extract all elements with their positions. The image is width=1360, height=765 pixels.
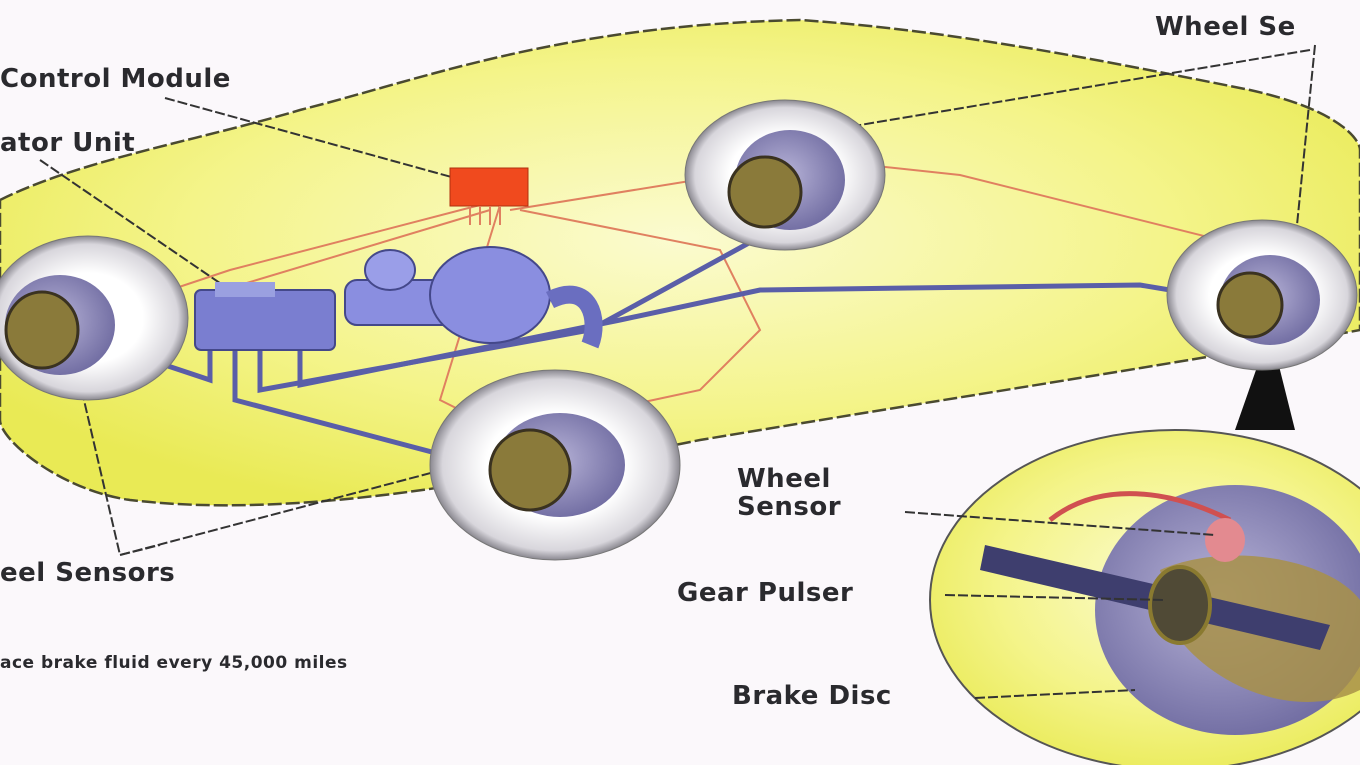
label-wheel-sensor-top: Wheel Se	[1155, 12, 1296, 42]
label-control-module: Control Module	[0, 64, 231, 94]
wheel-front-left	[0, 235, 189, 401]
label-inset-wheel-sensor-line2: Sensor	[737, 492, 842, 522]
modulator-unit	[194, 282, 336, 351]
label-wheel-sensors: eel Sensors	[0, 558, 176, 588]
brake-lines	[89, 212, 1231, 473]
leader-lines	[39, 44, 1316, 699]
wheel-front-right	[429, 369, 681, 561]
inset-gear-pulser	[1148, 565, 1212, 645]
label-inset-wheel-sensor-line1: Wheel	[737, 464, 831, 494]
label-modulator-unit: ator Unit	[0, 128, 136, 158]
inset-sensor-wire	[1048, 491, 1232, 523]
label-brake-disc: Brake Disc	[732, 681, 892, 711]
inset-wheel-sensor	[1205, 518, 1245, 562]
control-module	[449, 167, 529, 225]
label-gear-pulser: Gear Pulser	[677, 578, 854, 608]
inset-pointer	[1235, 330, 1295, 430]
master-cylinder-booster	[344, 246, 603, 349]
wheel-rear-left	[684, 99, 886, 251]
car-body	[0, 18, 1360, 507]
label-inset-wheel-sensor: Wheel Sensor	[737, 465, 841, 521]
maintenance-note: ace brake fluid every 45,000 miles	[0, 653, 348, 673]
wheel-rear-right	[1166, 219, 1358, 371]
